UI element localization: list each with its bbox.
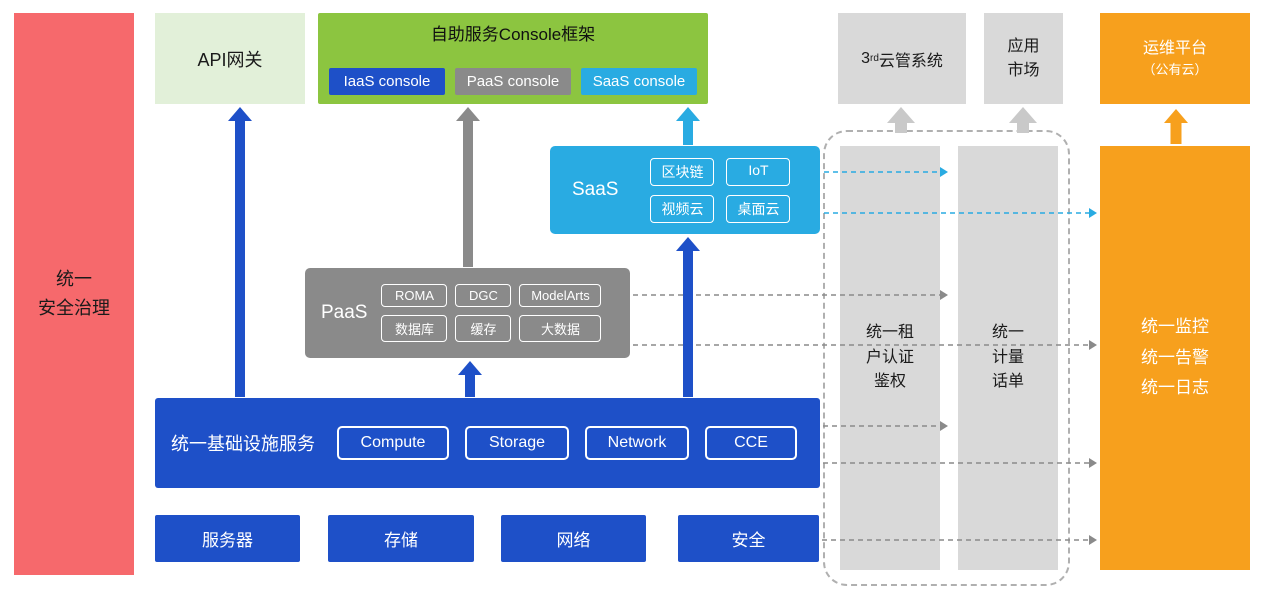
paas-item-cache: 缓存 — [455, 315, 512, 342]
saas-item-blockchain: 区块链 — [650, 157, 715, 186]
monitor-alarm-log-bar: 统一监控 统一告警 统一日志 — [1100, 146, 1250, 570]
saas-layer-box: SaaS 区块链 IoT 视频云 桌面云 — [550, 146, 820, 234]
hardware-security-box: 安全 — [678, 515, 819, 562]
om-platform-title: 运维平台 — [1142, 40, 1207, 58]
paas-item-modelarts: ModelArts — [519, 284, 602, 307]
iaas-console-button: IaaS console — [329, 68, 445, 95]
paas-item-dgc: DGC — [455, 284, 512, 307]
infra-item-storage: Storage — [465, 426, 569, 460]
third-party-sup: rd — [869, 53, 879, 64]
app-market-box: 应用 市场 — [984, 13, 1063, 104]
tenant-auth-bar: 统一租 户认证 鉴权 — [840, 146, 940, 570]
paas-item-database: 数据库 — [381, 315, 448, 342]
paas-items-grid: ROMA DGC ModelArts 数据库 缓存 大数据 — [381, 284, 602, 342]
infra-item-cce: CCE — [705, 426, 797, 460]
saas-item-video-cloud: 视频云 — [650, 194, 715, 223]
om-platform-box: 运维平台 （公有云） — [1100, 13, 1250, 104]
unified-services-dashed-group — [823, 130, 1070, 586]
infrastructure-items-row: Compute Storage Network CCE — [337, 426, 797, 460]
hardware-storage-box: 存储 — [328, 515, 474, 562]
paas-layer-label: PaaS — [321, 302, 368, 323]
infra-item-network: Network — [585, 426, 689, 460]
saas-console-button: SaaS console — [581, 68, 697, 95]
infrastructure-label: 统一基础设施服务 — [171, 434, 315, 454]
infra-item-compute: Compute — [337, 426, 449, 460]
hardware-network-box: 网络 — [501, 515, 646, 562]
saas-layer-label: SaaS — [572, 179, 619, 200]
console-buttons-row: IaaS console PaaS console SaaS console — [329, 68, 697, 95]
third-party-rest: 云管系统 — [878, 52, 943, 70]
security-governance-bar: 统一 安全治理 — [14, 13, 134, 575]
paas-item-bigdata: 大数据 — [519, 315, 602, 342]
console-frame-title: 自助服务Console框架 — [430, 25, 596, 44]
hardware-server-box: 服务器 — [155, 515, 300, 562]
saas-items-grid: 区块链 IoT 视频云 桌面云 — [650, 157, 791, 223]
paas-console-button: PaaS console — [455, 68, 571, 95]
third-party-num: 3 — [861, 49, 870, 67]
saas-item-iot: IoT — [726, 157, 791, 186]
infrastructure-layer-box: 统一基础设施服务 Compute Storage Network CCE — [155, 398, 820, 488]
saas-item-desktop-cloud: 桌面云 — [726, 194, 791, 223]
om-platform-subtitle: （公有云） — [1142, 62, 1208, 78]
paas-layer-box: PaaS ROMA DGC ModelArts 数据库 缓存 大数据 — [305, 268, 630, 358]
metering-billing-bar: 统一 计量 话单 — [958, 146, 1058, 570]
api-gateway-box: API网关 — [155, 13, 305, 104]
paas-item-roma: ROMA — [381, 284, 448, 307]
console-frame-box: 自助服务Console框架 IaaS console PaaS console … — [318, 13, 708, 104]
